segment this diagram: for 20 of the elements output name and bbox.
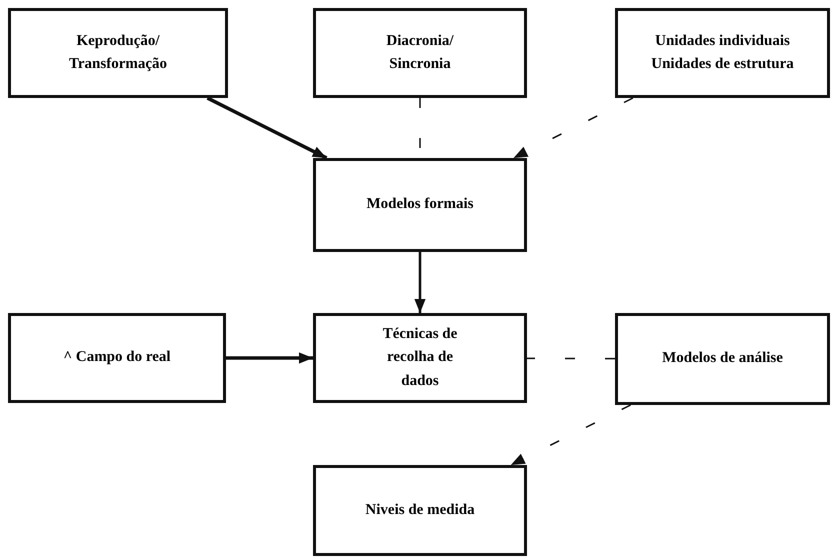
process-box [313, 8, 527, 98]
box-label: Modelos de análise [662, 349, 783, 368]
process-box [8, 8, 228, 98]
process-box [615, 8, 830, 98]
box-label: ^ Campo do real [63, 348, 171, 368]
box-label: Keprodução/ Transformação [68, 32, 168, 74]
process-box [313, 313, 527, 403]
process-box [313, 158, 527, 252]
arrow [226, 352, 313, 364]
box-label: Técnicas de recolha de dados [382, 325, 458, 391]
box-label: Unidades individuais [655, 32, 790, 51]
process-box [8, 313, 226, 403]
box-label: Niveis de medida [365, 500, 475, 520]
arrow [414, 252, 426, 313]
process-box [313, 465, 527, 556]
box-label: Diacronia/ Sincronia [385, 32, 455, 74]
arrow [206, 96, 328, 160]
box-label: Modelos formais [366, 195, 474, 214]
process-box [615, 313, 830, 405]
box-label: Unidades de estrutura [651, 55, 794, 74]
